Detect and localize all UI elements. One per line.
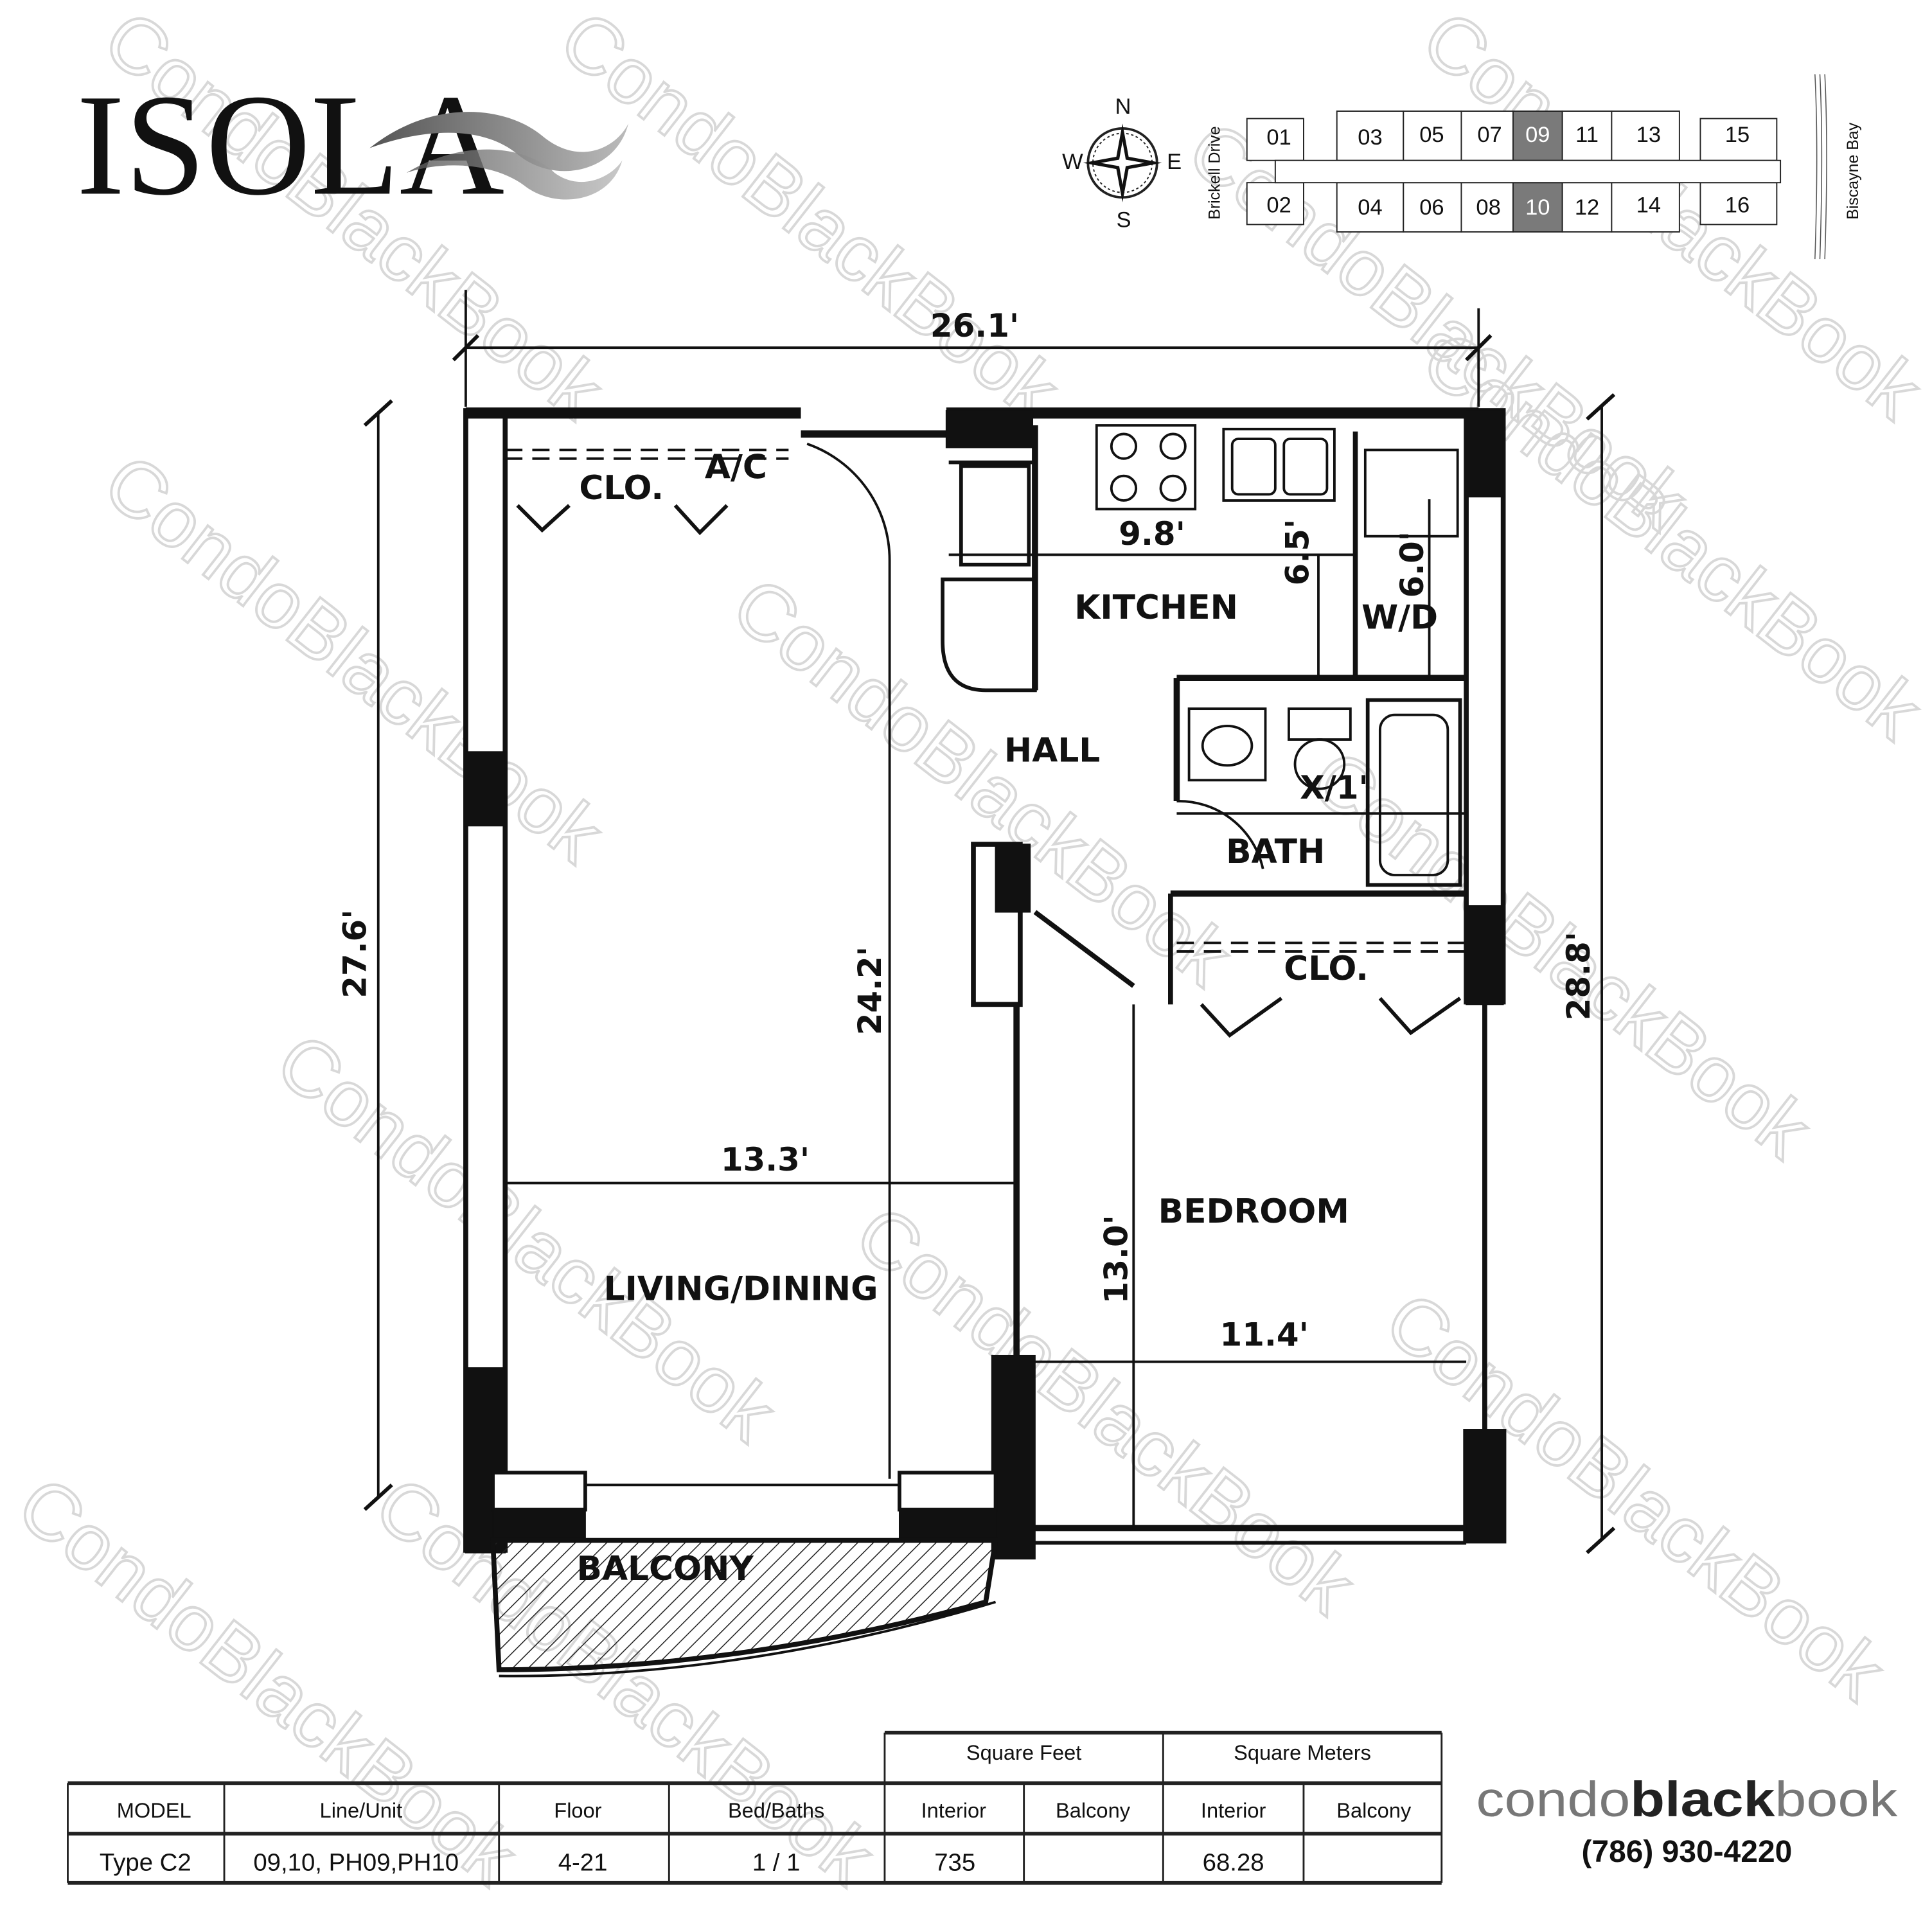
table-cell: 68.28 bbox=[1203, 1849, 1264, 1877]
svg-text:CondoBlackBook: CondoBlackBook bbox=[544, 0, 1075, 436]
balcony-label: BALCONY bbox=[576, 1550, 754, 1588]
kitchen-width-dim: 9.8' bbox=[1119, 515, 1185, 553]
bath-label: BATH bbox=[1226, 833, 1325, 871]
dimension-labels: 26.1' 27.6' 28.8' 9.8' 6.5' 6.0' X/1' 24… bbox=[337, 307, 1597, 1354]
overall-width-dim: 26.1' bbox=[930, 307, 1019, 344]
isola-logo: ISOLA bbox=[76, 64, 629, 226]
right-depth-dim: 28.8' bbox=[1560, 932, 1597, 1020]
bay-label: Biscayne Bay bbox=[1844, 122, 1862, 220]
table-header: Balcony bbox=[1056, 1798, 1131, 1822]
svg-text:CondoBlackBook: CondoBlackBook bbox=[260, 1016, 792, 1458]
svg-text:CondoBlackBook: CondoBlackBook bbox=[1369, 1275, 1901, 1717]
bedroom-width-dim: 11.4' bbox=[1220, 1316, 1309, 1354]
floor-plan bbox=[363, 290, 1616, 1678]
room-labels: CLO. A/C KITCHEN W/D HALL BATH CLO. BEDR… bbox=[576, 448, 1438, 1588]
table-header: Interior bbox=[921, 1798, 987, 1822]
left-depth-dim: 27.6' bbox=[337, 909, 374, 998]
key-plan: N S E W Brickell Drive Biscayne Bay bbox=[1062, 74, 1862, 260]
unit-info-table: Square Feet Square Meters MODEL Line/Uni… bbox=[67, 1730, 1443, 1885]
table-header: Line/Unit bbox=[320, 1798, 403, 1822]
unit-08: 08 bbox=[1476, 195, 1500, 220]
closet-label: CLO. bbox=[579, 469, 664, 508]
wd-label: W/D bbox=[1361, 598, 1438, 637]
living-depth-dim: 24.2' bbox=[851, 946, 889, 1035]
table-cell: 735 bbox=[934, 1849, 975, 1877]
table-cell: Type C2 bbox=[100, 1849, 191, 1877]
balcony-area bbox=[490, 1537, 999, 1672]
svg-text:ISOLA: ISOLA bbox=[76, 64, 504, 226]
table-header: Interior bbox=[1201, 1798, 1266, 1822]
group-header-sqm: Square Meters bbox=[1234, 1740, 1371, 1764]
svg-text:CondoBlackBook: CondoBlackBook bbox=[88, 438, 619, 880]
table-header: Floor bbox=[554, 1798, 601, 1822]
ac-label: A/C bbox=[705, 448, 767, 486]
unit-14: 14 bbox=[1636, 193, 1661, 217]
unit-09: 09 bbox=[1525, 123, 1550, 147]
table-header: Bed/Baths bbox=[728, 1798, 824, 1822]
living-dining-label: LIVING/DINING bbox=[604, 1270, 878, 1309]
unit-12: 12 bbox=[1575, 195, 1599, 220]
phone-number: (786) 930-4220 bbox=[1581, 1835, 1792, 1869]
bedroom-closet-label: CLO. bbox=[1284, 950, 1369, 988]
svg-text:E: E bbox=[1167, 150, 1182, 174]
kitchen-depth-dim: 6.5' bbox=[1279, 519, 1316, 586]
table-cell: 09,10, PH09,PH10 bbox=[253, 1849, 459, 1877]
table-cell: 1 / 1 bbox=[752, 1849, 801, 1877]
unit-04: 04 bbox=[1358, 195, 1382, 220]
bedroom-label: BEDROOM bbox=[1158, 1192, 1349, 1231]
unit-16: 16 bbox=[1725, 193, 1750, 217]
group-header-sqft: Square Feet bbox=[966, 1740, 1081, 1764]
bath-mark: X/1' bbox=[1300, 769, 1369, 806]
unit-02: 02 bbox=[1266, 193, 1291, 217]
unit-13: 13 bbox=[1636, 123, 1661, 147]
compass-icon: N S E W bbox=[1062, 94, 1182, 232]
wd-depth-dim: 6.0' bbox=[1394, 531, 1431, 598]
street-label: Brickell Drive bbox=[1206, 126, 1224, 219]
unit-11: 11 bbox=[1575, 123, 1599, 147]
table-header: Balcony bbox=[1336, 1798, 1412, 1822]
unit-03: 03 bbox=[1358, 125, 1382, 150]
svg-text:S: S bbox=[1116, 208, 1131, 232]
unit-07: 07 bbox=[1477, 123, 1502, 147]
unit-10: 10 bbox=[1525, 195, 1550, 220]
bedroom-depth-dim: 13.0' bbox=[1098, 1215, 1135, 1304]
unit-01: 01 bbox=[1266, 125, 1291, 150]
unit-05: 05 bbox=[1419, 123, 1444, 147]
svg-text:W: W bbox=[1062, 150, 1083, 174]
svg-text:N: N bbox=[1115, 94, 1131, 119]
living-width-dim: 13.3' bbox=[721, 1141, 810, 1178]
table-cell: 4-21 bbox=[558, 1849, 608, 1877]
hall-label: HALL bbox=[1004, 732, 1100, 770]
unit-15: 15 bbox=[1725, 123, 1750, 147]
table-header: MODEL bbox=[117, 1798, 191, 1822]
kitchen-label: KITCHEN bbox=[1074, 589, 1238, 627]
unit-06: 06 bbox=[1419, 195, 1444, 220]
